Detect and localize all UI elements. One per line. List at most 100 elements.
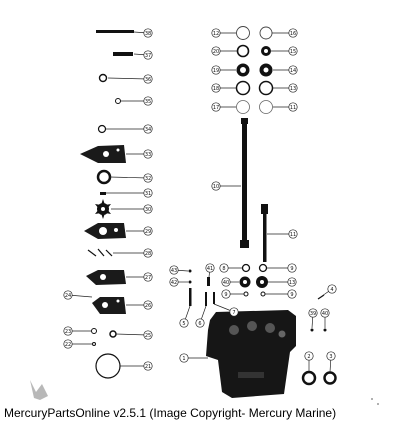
callout-number: 9 [224, 292, 227, 298]
callout-circle [143, 28, 153, 38]
callout-number: 24 [65, 293, 71, 299]
impeller-part [95, 199, 111, 219]
dowel-part [113, 52, 133, 56]
callout-number: 13 [290, 86, 296, 92]
callout-circle [205, 263, 215, 273]
callout-number: 16 [290, 31, 296, 37]
callout-number: 17 [213, 105, 219, 111]
callout-number: 25 [145, 333, 151, 339]
callout-circle [211, 28, 221, 38]
callout-number: 3 [329, 354, 332, 360]
callout-number: 21 [145, 364, 151, 370]
ring-part [259, 26, 273, 40]
o-ring-part [98, 73, 108, 83]
callout-circle [287, 289, 297, 299]
washer-part [91, 328, 97, 334]
callout-number: 11 [290, 232, 296, 238]
callout-number: 19 [213, 68, 219, 74]
callout-number: 18 [213, 86, 219, 92]
callout-number: 15 [290, 49, 296, 55]
callout-number: 9 [290, 266, 293, 272]
callout-number: 27 [145, 275, 151, 281]
callout-circle [219, 263, 229, 273]
face-plate-part [86, 270, 126, 285]
callout-circle [143, 188, 153, 198]
callout-labels: 3837363534333231302928272625212423221220… [63, 28, 337, 373]
callout-circle [211, 83, 221, 93]
callout-leader [107, 77, 149, 80]
pin-part [205, 292, 207, 306]
callout-circle [288, 46, 298, 56]
callout-number: 2 [307, 354, 310, 360]
callout-number: 30 [145, 207, 151, 213]
callout-circle [327, 284, 337, 294]
callout-number: 10 [213, 184, 219, 190]
image-caption: MercuryPartsOnline v2.5.1 (Image Copyrig… [4, 406, 337, 420]
small-ring-part [115, 98, 121, 104]
callout-circle [211, 102, 221, 112]
callout-circle [143, 149, 153, 159]
gear-housing-part [206, 310, 296, 398]
race-part [235, 80, 251, 96]
pin-part [189, 288, 192, 306]
callout-circle [229, 307, 239, 317]
callout-circle [63, 290, 73, 300]
callout-circle [304, 351, 314, 361]
callout-number: 37 [145, 53, 151, 59]
bearing-part [236, 44, 250, 58]
pump-base-plate-part [80, 145, 126, 163]
seal-ring-part [97, 124, 107, 134]
callout-number: 29 [145, 229, 151, 235]
callout-circle [221, 289, 231, 299]
callout-number: 33 [145, 152, 151, 158]
callout-circle [211, 46, 221, 56]
callout-circle [326, 351, 336, 361]
callout-circle [288, 28, 298, 38]
callout-circle [288, 102, 298, 112]
callout-circle [63, 339, 73, 349]
callout-circle [221, 277, 231, 287]
callout-circle [143, 248, 153, 258]
callout-circle [143, 204, 153, 214]
gear-parts [188, 263, 327, 332]
callout-circle [169, 277, 179, 287]
callout-leader [109, 176, 149, 179]
callout-circle [287, 263, 297, 273]
left-parts-column [80, 30, 134, 379]
callout-circle [169, 265, 179, 275]
callout-circle [63, 326, 73, 336]
shim-part [236, 100, 250, 114]
callout-number: 5 [182, 321, 185, 327]
callout-circle [211, 65, 221, 75]
callout-number: 28 [145, 251, 151, 257]
callout-number: 14 [290, 68, 296, 74]
callout-number: 8 [222, 266, 225, 272]
callout-circle [308, 308, 318, 318]
callout-number: 43 [171, 268, 177, 274]
seal-part [323, 371, 337, 385]
callout-circle [288, 65, 298, 75]
callout-number: 31 [145, 191, 151, 197]
race-part [258, 80, 274, 96]
callout-leader [115, 333, 149, 336]
shift-shaft-part [261, 204, 268, 262]
callout-circle [143, 272, 153, 282]
pump-housing-part [84, 223, 126, 239]
callout-number: 32 [145, 176, 151, 182]
callout-circle [143, 300, 153, 310]
callout-circle [179, 353, 189, 363]
callout-circle [288, 229, 298, 239]
callout-number: 42 [171, 280, 177, 286]
bearing-cup-part [258, 263, 268, 273]
callout-number: 22 [65, 342, 71, 348]
pin-part [96, 30, 134, 33]
callout-number: 26 [145, 303, 151, 309]
callout-number: 9 [290, 292, 293, 298]
callout-number: 4 [330, 287, 333, 293]
callout-number: 23 [65, 329, 71, 335]
callout-number: 40 [223, 280, 229, 286]
callout-circle [143, 173, 153, 183]
large-o-ring-part [95, 353, 121, 379]
callout-circle [143, 124, 153, 134]
